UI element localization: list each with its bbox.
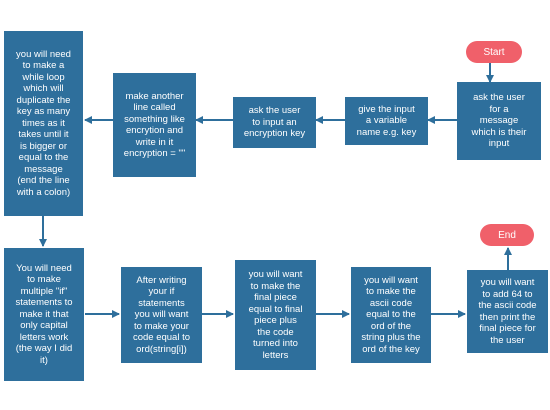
ask-key-box: ask the user to input an encryption key [233,97,316,148]
while-loop-box: you will need to make a while loop which… [4,31,83,216]
final-piece-box: you will want to make the final piece eq… [235,260,316,370]
ask-message-box: ask the user for a message which is thei… [457,82,541,160]
encryption-line-box: make another line called something like … [113,73,196,177]
end-terminal: End [480,224,534,246]
give-variable-box: give the input a variable name e.g. key [345,97,428,145]
start-terminal: Start [466,41,522,63]
after-if-box: After writing your if statements you wil… [121,267,202,363]
multiple-if-box: You will need to make multiple "if" stat… [4,248,84,381]
ascii-code-box: you will want to make the ascii code equ… [351,267,431,363]
add-64-box: you will want to add 64 to the ascii cod… [467,270,548,353]
